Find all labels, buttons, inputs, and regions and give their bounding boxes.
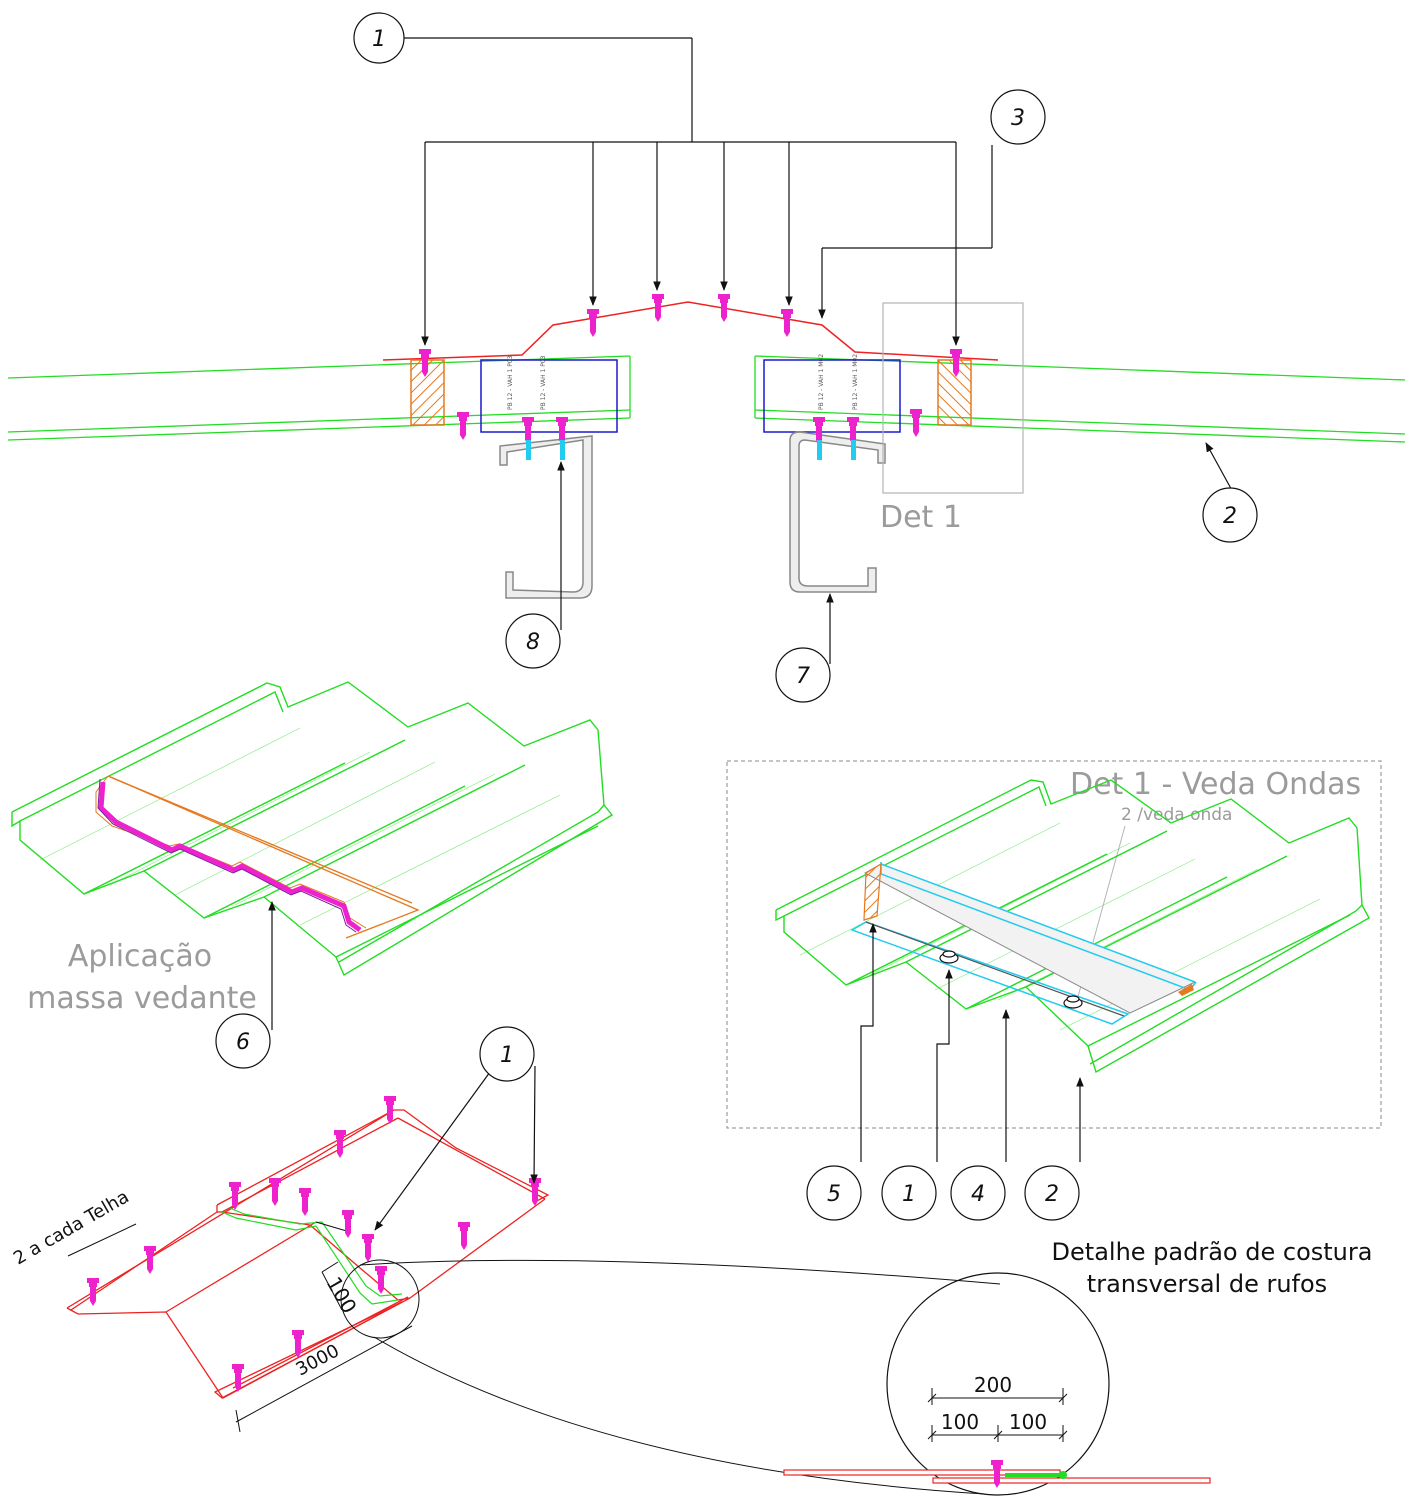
tile-left <box>7 355 631 441</box>
svg-text:3: 3 <box>1011 106 1025 131</box>
flashing-iso: 3000 100 2 a cada Telha 1 <box>10 1026 1001 1495</box>
cap-right <box>763 359 901 433</box>
svg-text:4: 4 <box>971 1182 985 1207</box>
callout-8-top: 8 <box>505 613 561 669</box>
det1-bolts <box>939 950 1083 1009</box>
det1-title: Det 1 - Veda Ondas <box>1070 767 1361 802</box>
screws-bottom <box>87 1096 541 1392</box>
det1-box <box>882 302 1024 494</box>
callout-3-top: 3 <box>990 89 1046 145</box>
seam-sheet-lower <box>932 1477 1211 1484</box>
svg-text:8: 8 <box>526 630 540 655</box>
svg-text:1: 1 <box>372 27 386 52</box>
svg-text:PB 12 - VAH 1 M02: PB 12 - VAH 1 M02 <box>852 354 859 410</box>
screws-top <box>419 294 962 460</box>
callout-2-det: 2 <box>1024 1165 1080 1221</box>
callout-1-leaders <box>382 37 1241 664</box>
sealant-bead <box>98 781 362 933</box>
callout-1-bottom: 1 <box>479 1026 535 1082</box>
callout-5-det: 5 <box>806 1165 862 1221</box>
seam-title-1: Detalhe padrão de costura <box>1052 1238 1373 1266</box>
det1-box-label: Det 1 <box>880 500 962 535</box>
svg-text:PB 12 - VAH 1 P03: PB 12 - VAH 1 P03 <box>540 355 547 410</box>
svg-text:7: 7 <box>796 664 810 689</box>
svg-text:2: 2 <box>1045 1182 1059 1207</box>
callout-1-det: 1 <box>881 1165 937 1221</box>
seam-detail: Detalhe padrão de costura transversal de… <box>783 1238 1373 1496</box>
callout-1-top: 1 <box>353 12 405 64</box>
ridge-section: PB 12 - VAH 1 P03 PB 12 - VAH 1 P03 PB 1… <box>7 12 1406 703</box>
svg-text:1: 1 <box>902 1182 916 1207</box>
sealant-caption-2: massa vedante <box>27 981 257 1016</box>
svg-text:PB 12 - VAH 1 P03: PB 12 - VAH 1 P03 <box>507 355 514 410</box>
purlin-right <box>789 431 886 593</box>
dim-100-right: 100 <box>1009 1410 1047 1434</box>
callout-2-top: 2 <box>1202 487 1258 543</box>
det1-frame <box>726 760 1382 1129</box>
sealant-caption-1: Aplicação <box>68 939 212 974</box>
det1-subtitle: 2 /veda onda <box>1121 805 1232 825</box>
svg-text:5: 5 <box>827 1182 841 1207</box>
callout-4-det: 4 <box>950 1165 1006 1221</box>
sealant-iso: 6 Aplicação massa vedante <box>11 681 614 1069</box>
svg-text:6: 6 <box>236 1030 250 1055</box>
dim-200: 200 <box>974 1373 1012 1397</box>
callout-7-top: 7 <box>775 647 831 703</box>
each-tile-label: 2 a cada Telha <box>10 1186 133 1269</box>
callout-6: 6 <box>215 1013 271 1069</box>
ridge-flashing <box>382 301 999 361</box>
seam-title-2: transversal de rufos <box>1087 1270 1327 1298</box>
svg-text:PB 12 - VAH 1 M02: PB 12 - VAH 1 M02 <box>818 354 825 410</box>
det1-detail: Det 1 - Veda Ondas 2 /veda onda <box>726 760 1382 1221</box>
svg-text:1: 1 <box>500 1043 514 1068</box>
svg-text:2: 2 <box>1223 504 1237 529</box>
cap-left <box>480 359 618 433</box>
purlin-left <box>499 435 593 599</box>
magnifier-circle <box>886 1272 1110 1496</box>
dim-100-left: 100 <box>941 1410 979 1434</box>
